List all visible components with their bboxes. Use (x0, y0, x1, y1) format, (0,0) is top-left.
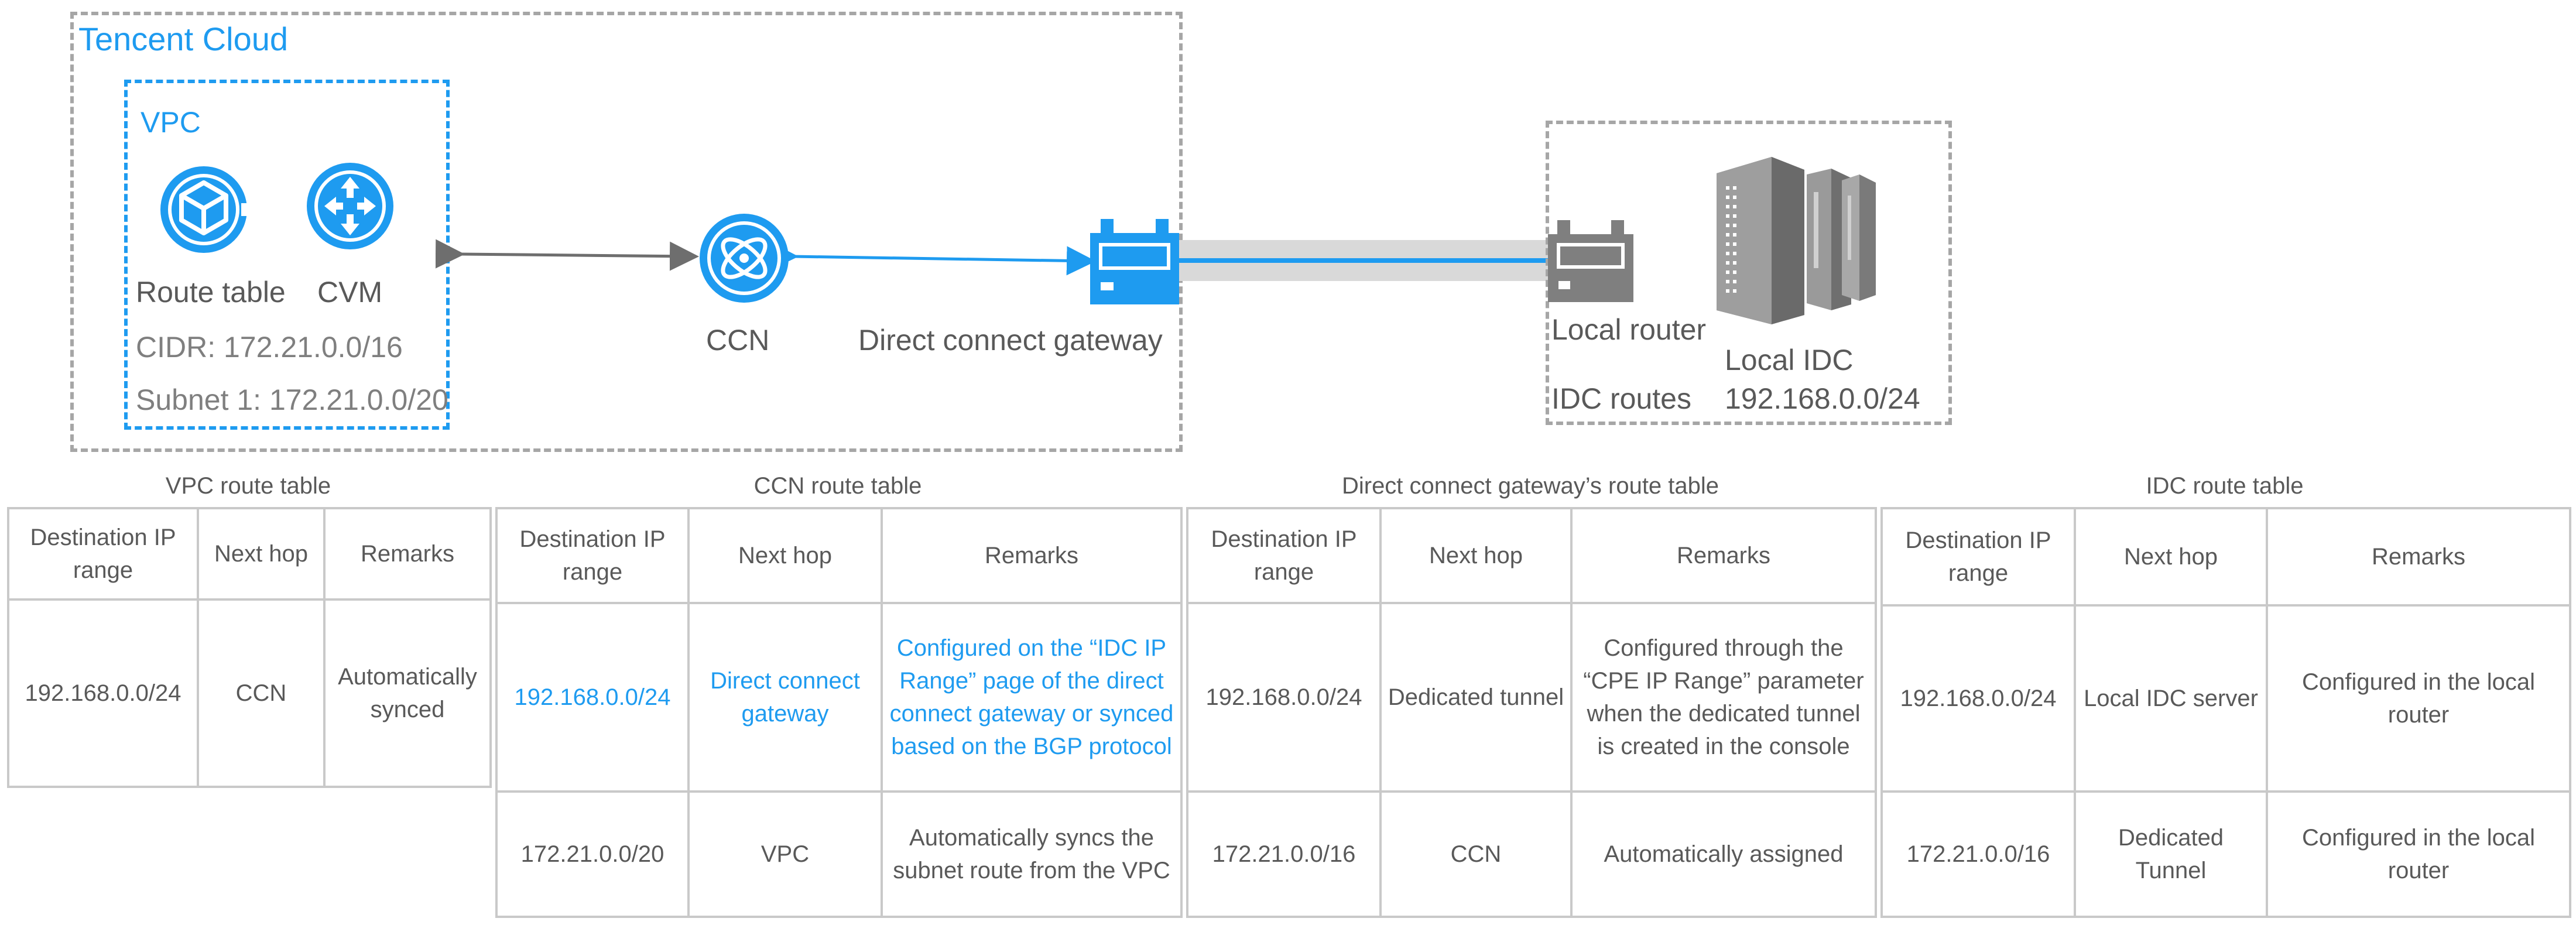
route-table-icon (160, 166, 253, 253)
cell-remarks: Configured in the local router (2266, 790, 2571, 918)
cell-destination: 172.21.0.0/16 (1880, 790, 2076, 918)
table-row: 192.168.0.0/24 Local IDC server Configur… (1880, 604, 2571, 793)
header-next-hop: Next hop (687, 507, 883, 604)
idc-route-table-caption: IDC route table (2146, 473, 2304, 499)
cell-remarks: Automatically assigned (1570, 790, 1877, 918)
gateway-route-table: Destination IP range Next hop Remarks 19… (1186, 507, 1877, 918)
table-row: 192.168.0.0/24 CCN Automatically synced (7, 598, 492, 788)
local-router-label: Local router (1551, 313, 1707, 346)
header-next-hop: Next hop (2074, 507, 2268, 607)
server-icon (1717, 157, 1876, 324)
header-remarks: Remarks (2266, 507, 2571, 607)
idc-route-table: Destination IP range Next hop Remarks 19… (1880, 507, 2571, 918)
local-idc-range: 192.168.0.0/24 (1725, 382, 1920, 415)
header-destination: Destination IP range (1186, 507, 1382, 604)
cell-next-hop: Direct connect gateway (687, 602, 883, 793)
vpc-route-table: Destination IP range Next hop Remarks 19… (7, 507, 492, 788)
cell-destination: 172.21.0.0/20 (495, 790, 690, 918)
table-row: 172.21.0.0/16 Dedicated Tunnel Configure… (1880, 790, 2571, 918)
gateway-icon (1090, 219, 1179, 304)
connector-lines (435, 239, 1549, 281)
local-idc-label: Local IDC (1725, 344, 1854, 376)
cell-next-hop: Dedicated tunnel (1379, 602, 1573, 793)
cell-destination: 192.168.0.0/24 (1186, 602, 1382, 793)
header-next-hop: Next hop (197, 507, 326, 601)
router-icon (1548, 220, 1633, 302)
header-next-hop: Next hop (1379, 507, 1573, 604)
cell-remarks: Automatically syncs the subnet route fro… (881, 790, 1183, 918)
table-row: 192.168.0.0/24 Dedicated tunnel Configur… (1186, 602, 1877, 793)
cell-next-hop: Dedicated Tunnel (2074, 790, 2268, 918)
header-destination: Destination IP range (7, 507, 199, 601)
cell-remarks: Configured on the “IDC IP Range” page of… (881, 602, 1183, 793)
cell-destination: 192.168.0.0/24 (1880, 604, 2076, 793)
tencent-cloud-title: Tencent Cloud (78, 20, 289, 57)
cell-remarks: Automatically synced (323, 598, 492, 788)
vpc-title: VPC (141, 106, 201, 139)
vpc-subnet: Subnet 1: 172.21.0.0/20 (136, 383, 448, 416)
route-table-label: Route table (136, 276, 286, 309)
ccn-icon (700, 214, 789, 303)
cvm-icon (307, 163, 393, 249)
cell-remarks: Configured in the local router (2266, 604, 2571, 793)
vpc-cidr: CIDR: 172.21.0.0/16 (136, 331, 403, 364)
cell-destination: 172.21.0.0/16 (1186, 790, 1382, 918)
cell-next-hop: VPC (687, 790, 883, 918)
tencent-cloud-boundary (70, 12, 1183, 452)
header-remarks: Remarks (881, 507, 1183, 604)
gateway-label: Direct connect gateway (858, 324, 1163, 357)
ccn-route-table-caption: CCN route table (753, 473, 922, 499)
cell-next-hop: CCN (1379, 790, 1573, 918)
table-row: 172.21.0.0/16 CCN Automatically assigned (1186, 790, 1877, 918)
vpc-ccn-link (435, 239, 699, 271)
table-row: 172.21.0.0/20 VPC Automatically syncs th… (495, 790, 1183, 918)
cell-destination: 192.168.0.0/24 (7, 598, 199, 788)
idc-boundary (1546, 121, 1952, 425)
cell-next-hop: CCN (197, 598, 326, 788)
idc-routes-label: IDC routes (1551, 382, 1691, 415)
cell-next-hop: Local IDC server (2074, 604, 2268, 793)
cell-destination: 192.168.0.0/24 (495, 602, 690, 793)
vpc-route-table-caption: VPC route table (165, 473, 331, 499)
ccn-label: CCN (706, 324, 770, 357)
header-remarks: Remarks (1570, 507, 1877, 604)
cell-remarks: Configured through the “CPE IP Range” pa… (1570, 602, 1877, 793)
table-row: 192.168.0.0/24 Direct connect gateway Co… (495, 602, 1183, 793)
header-remarks: Remarks (323, 507, 492, 601)
header-destination: Destination IP range (1880, 507, 2076, 607)
gateway-route-table-caption: Direct connect gateway’s route table (1341, 473, 1719, 499)
header-destination: Destination IP range (495, 507, 690, 604)
ccn-gateway-link (769, 241, 1096, 276)
ccn-route-table: Destination IP range Next hop Remarks 19… (495, 507, 1183, 918)
cvm-label: CVM (317, 276, 383, 309)
